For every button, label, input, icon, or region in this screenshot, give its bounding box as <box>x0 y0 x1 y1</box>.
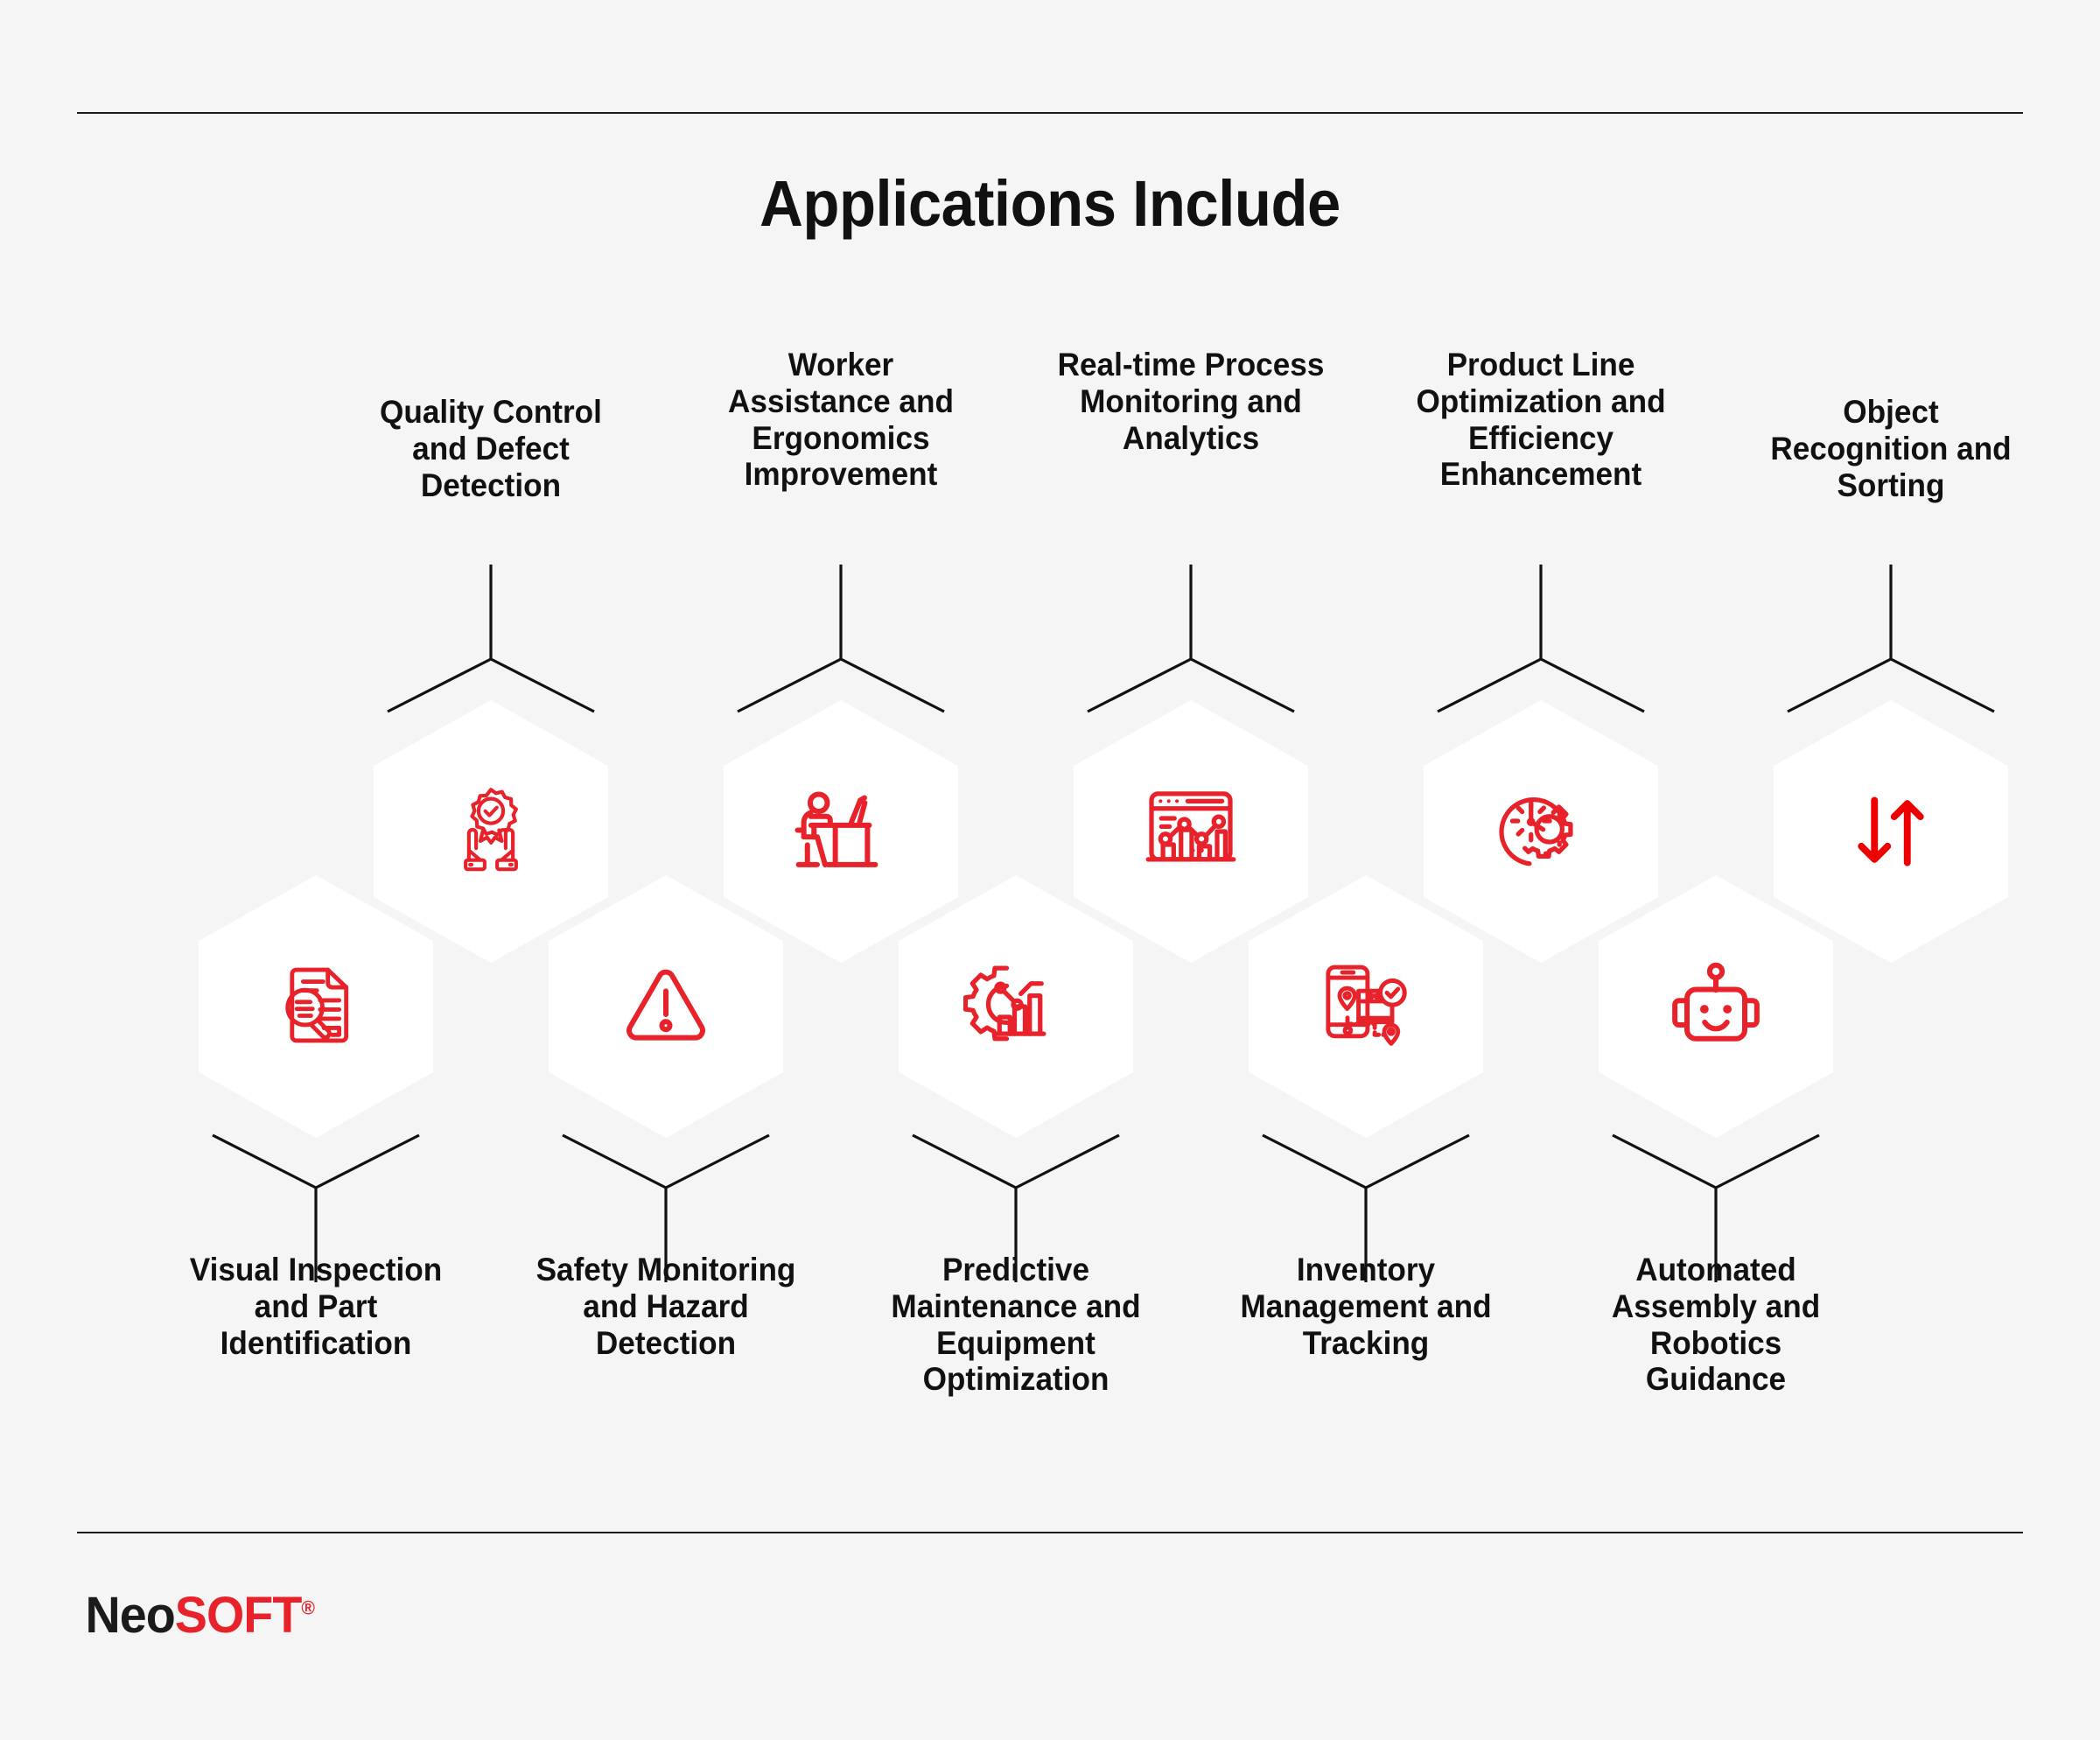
top-divider-rule <box>77 112 2023 114</box>
bottom-label-1: Visual Inspection and Part Identificatio… <box>189 1252 443 1361</box>
clock-gear-icon <box>1488 779 1593 884</box>
hex-node-bottom-2[interactable] <box>549 875 783 1138</box>
bottom-label-3: Predictive Maintenance and Equipment Opt… <box>891 1252 1141 1398</box>
hex-node-top-3[interactable] <box>1074 700 1308 963</box>
sort-arrows-icon <box>1838 779 1943 884</box>
connector-top-2 <box>727 565 955 713</box>
warning-triangle-icon <box>613 954 718 1059</box>
bottom-label-5: Automated Assembly and Robotics Guidance <box>1611 1252 1821 1398</box>
connector-bottom-1 <box>202 1133 430 1282</box>
registered-trademark-icon: ® <box>301 1596 315 1619</box>
connector-top-5 <box>1777 565 2005 713</box>
logo-neo-text: Neo <box>85 1587 175 1644</box>
connector-top-4 <box>1427 565 1655 713</box>
connector-top-1 <box>377 565 605 713</box>
page-title: Applications Include <box>760 167 1340 240</box>
analytics-dashboard-icon <box>1138 779 1243 884</box>
gear-bar-chart-icon <box>963 954 1068 1059</box>
connector-top-3 <box>1077 565 1305 713</box>
bottom-label-4: Inventory Management and Tracking <box>1240 1252 1492 1361</box>
phone-package-tracking-icon <box>1313 954 1418 1059</box>
top-label-2: Worker Assistance and Ergonomics Improve… <box>728 347 954 493</box>
top-label-4: Product Line Optimization and Efficiency… <box>1416 347 1666 493</box>
worker-at-desk-icon <box>788 779 893 884</box>
quality-badge-hands-icon <box>438 779 543 884</box>
hex-node-top-4[interactable] <box>1424 700 1658 963</box>
top-label-1: Quality Control and Defect Detection <box>380 394 602 503</box>
hex-node-top-5[interactable] <box>1774 700 2008 963</box>
connector-bottom-2 <box>552 1133 780 1282</box>
robot-head-icon <box>1663 954 1768 1059</box>
hex-node-bottom-1[interactable] <box>199 875 433 1138</box>
hex-node-bottom-4[interactable] <box>1249 875 1483 1138</box>
connector-bottom-3 <box>902 1133 1130 1282</box>
hex-node-top-1[interactable] <box>374 700 608 963</box>
top-label-5: Object Recognition and Sorting <box>1770 394 2012 503</box>
hex-node-top-2[interactable] <box>724 700 958 963</box>
document-magnifier-icon <box>263 954 368 1059</box>
bottom-label-2: Safety Monitoring and Hazard Detection <box>536 1252 796 1361</box>
connector-bottom-5 <box>1602 1133 1830 1282</box>
connector-bottom-4 <box>1252 1133 1480 1282</box>
neosoft-logo: NeoSOFT® <box>85 1586 315 1645</box>
logo-soft-text: SOFT <box>174 1587 303 1644</box>
hex-node-bottom-3[interactable] <box>899 875 1133 1138</box>
hex-node-bottom-5[interactable] <box>1599 875 1833 1138</box>
top-label-3: Real-time Process Monitoring and Analyti… <box>1057 347 1325 456</box>
bottom-divider-rule <box>77 1532 2023 1533</box>
